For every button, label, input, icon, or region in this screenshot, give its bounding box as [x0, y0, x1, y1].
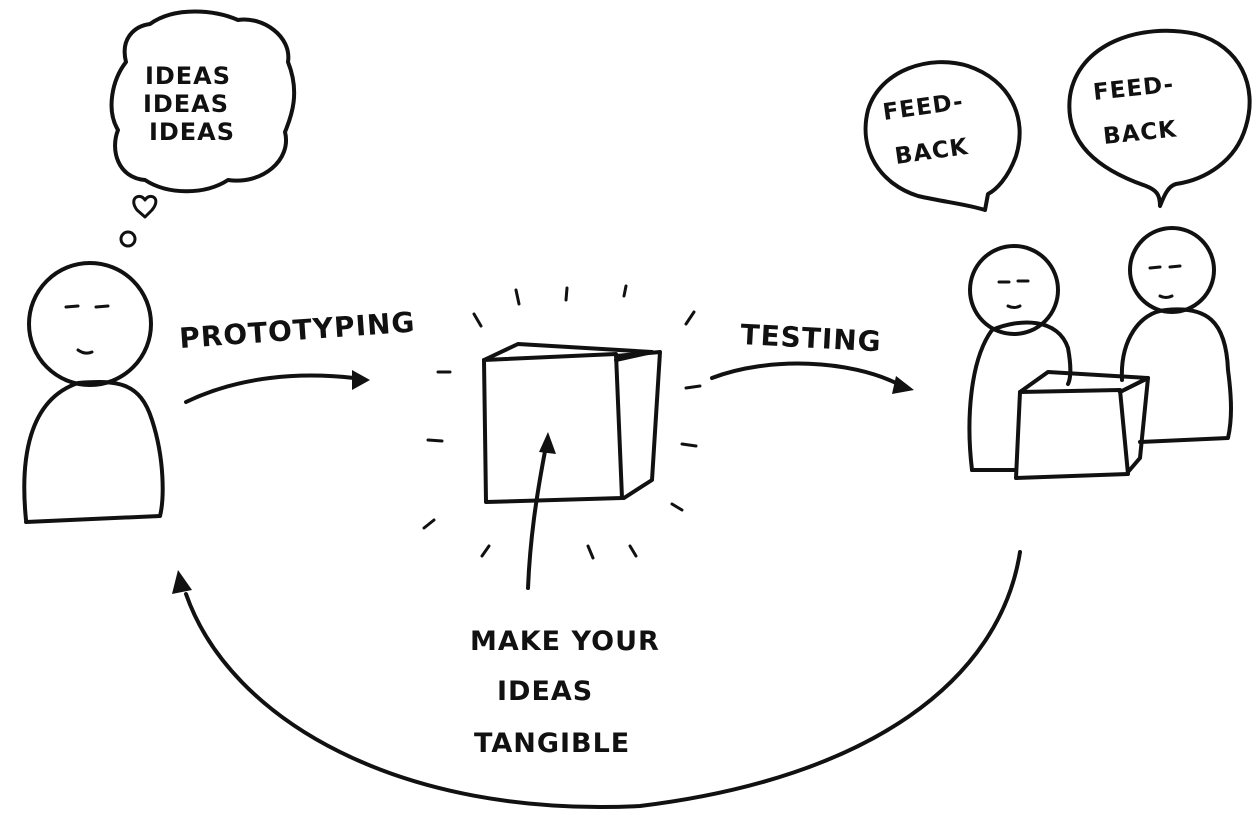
- tester-right-head: [1128, 226, 1216, 314]
- tested-box: [1014, 370, 1150, 480]
- tester-left-head: [968, 244, 1060, 336]
- thinker-mouth: [76, 348, 94, 355]
- speech-bubble-right: FEED- BACK: [1067, 28, 1252, 208]
- testing-arrow: TESTING: [710, 318, 914, 394]
- feedback-loop-line: [184, 550, 1022, 809]
- tester-right-left-eye: [1148, 265, 1162, 270]
- tested-box-front: [1014, 388, 1130, 480]
- thought-heart-bubble: [132, 194, 158, 219]
- feedback-loop-arrow: [172, 550, 1022, 809]
- prototyping-arrow: PROTOTYPING: [178, 306, 416, 404]
- thinker-head: [27, 261, 153, 387]
- tester-right-mouth: [1158, 294, 1174, 299]
- box-glow-rays: [422, 284, 702, 560]
- testing-arrow-line: [710, 361, 900, 386]
- speech-right-line-1: FEED-: [1092, 72, 1175, 106]
- testing-arrow-head: [892, 376, 914, 394]
- prototype-box: [422, 284, 702, 560]
- thought-bubble-cloud: [109, 9, 297, 194]
- speech-right-line-2: BACK: [1102, 116, 1179, 150]
- tested-box-side: [1118, 376, 1150, 474]
- prototyping-arrow-line: [184, 373, 356, 404]
- prototyping-label: PROTOTYPING: [178, 306, 416, 355]
- thinker-right-eye: [94, 304, 110, 309]
- speech-left-line-2: BACK: [893, 134, 970, 170]
- person-tester-right: [1119, 226, 1233, 444]
- person-tester-left: [967, 244, 1073, 472]
- thought-bubble: IDEAS IDEAS IDEAS: [109, 9, 297, 248]
- thinker-body: [22, 380, 165, 524]
- caption-line-3: TANGIBLE: [474, 728, 630, 759]
- tangible-pointer: MAKE YOUR IDEAS TANGIBLE: [470, 432, 660, 759]
- testing-label: TESTING: [740, 318, 883, 358]
- box-front-face: [482, 352, 624, 504]
- speech-left-line-1: FEED-: [881, 89, 965, 126]
- tester-right-body: [1119, 307, 1233, 444]
- thought-line-1: IDEAS: [145, 62, 231, 90]
- box-side-face: [614, 350, 662, 500]
- speech-bubble-left-outline: [863, 60, 1022, 212]
- prototyping-arrow-head: [352, 370, 370, 390]
- thought-line-2: IDEAS: [143, 90, 229, 118]
- person-thinker: [22, 261, 165, 524]
- tangible-arrow-head: [539, 432, 556, 454]
- caption-line-1: MAKE YOUR: [470, 626, 660, 657]
- feedback-loop-arrow-head: [172, 570, 192, 594]
- caption-line-2: IDEAS: [497, 676, 593, 707]
- tangible-arrow-line: [526, 444, 548, 590]
- tester-left-body: [967, 320, 1073, 472]
- speech-bubble-left: FEED- BACK: [863, 60, 1022, 212]
- tester-left-mouth: [1006, 304, 1022, 309]
- thought-line-3: IDEAS: [149, 118, 235, 146]
- speech-bubble-right-outline: [1067, 28, 1252, 208]
- tester-right-right-eye: [1168, 264, 1182, 269]
- thinker-left-eye: [64, 304, 80, 309]
- thought-small-bubble: [119, 230, 137, 248]
